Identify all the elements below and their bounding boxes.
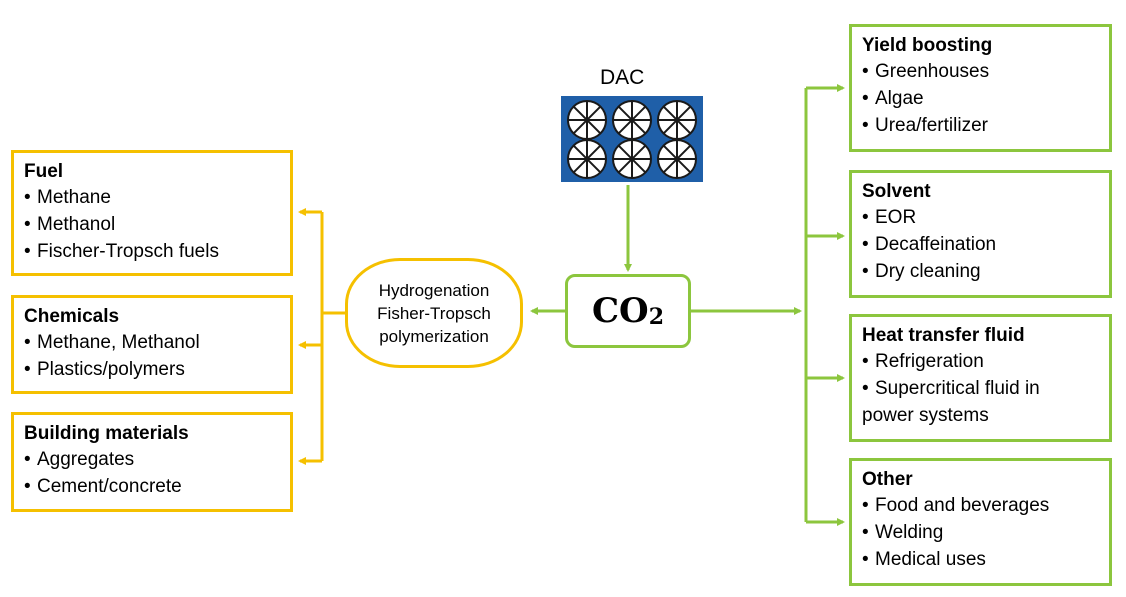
list-item: Refrigeration [862,348,1099,375]
fan-icon [657,139,697,179]
other-box: Other Food and beverages Welding Medical… [849,458,1112,586]
box-title: Heat transfer fluid [862,325,1025,346]
list-item: Welding [862,519,1099,546]
conversion-process-node: Hydrogenation Fisher-Tropsch polymerizat… [345,258,523,368]
solvent-box: Solvent EOR Decaffeination Dry cleaning [849,170,1112,298]
list-item: Dry cleaning [862,258,1099,285]
co2-subscript: 2 [648,304,664,330]
fan-icon [657,100,697,140]
list-item: Urea/fertilizer [862,112,1099,139]
list-item-text: power systems [862,405,989,426]
co2-label: CO [592,291,649,331]
list-item: Decaffeination [862,231,1099,258]
list-item: Food and beverages [862,492,1099,519]
fuel-box: Fuel Methane Methanol Fischer-Tropsch fu… [11,150,293,276]
list-item: Supercritical fluid in [862,375,1099,402]
list-item: Greenhouses [862,58,1099,85]
list-item: Algae [862,85,1099,112]
fan-icon [612,139,652,179]
dac-fan-array-icon [561,96,703,182]
building-materials-box: Building materials Aggregates Cement/con… [11,412,293,512]
heat-transfer-fluid-box: Heat transfer fluid Refrigeration Superc… [849,314,1112,442]
list-item-continuation: power systems [862,402,1099,429]
box-title: Other [862,469,913,490]
dac-label: DAC [600,66,645,89]
list-item: Methane, Methanol [24,329,280,356]
list-item: Aggregates [24,446,280,473]
box-title: Yield boosting [862,35,993,56]
fan-icon [567,100,607,140]
list-item: Fischer-Tropsch fuels [24,238,280,265]
list-item: Methane [24,184,280,211]
list-item: Cement/concrete [24,473,280,500]
box-title: Building materials [24,423,189,444]
box-title: Solvent [862,181,931,202]
fan-icon [612,100,652,140]
box-title: Chemicals [24,306,120,327]
list-item: Medical uses [862,546,1099,573]
process-line: Fisher-Tropsch [377,303,491,323]
fan-icon [567,139,607,179]
process-line: polymerization [379,326,489,346]
list-item: EOR [862,204,1099,231]
chemicals-box: Chemicals Methane, Methanol Plastics/pol… [11,295,293,394]
process-line: Hydrogenation [378,280,490,300]
list-item: Methanol [24,211,280,238]
yield-boosting-box: Yield boosting Greenhouses Algae Urea/fe… [849,24,1112,152]
list-item: Plastics/polymers [24,356,280,383]
box-title: Fuel [24,161,64,182]
